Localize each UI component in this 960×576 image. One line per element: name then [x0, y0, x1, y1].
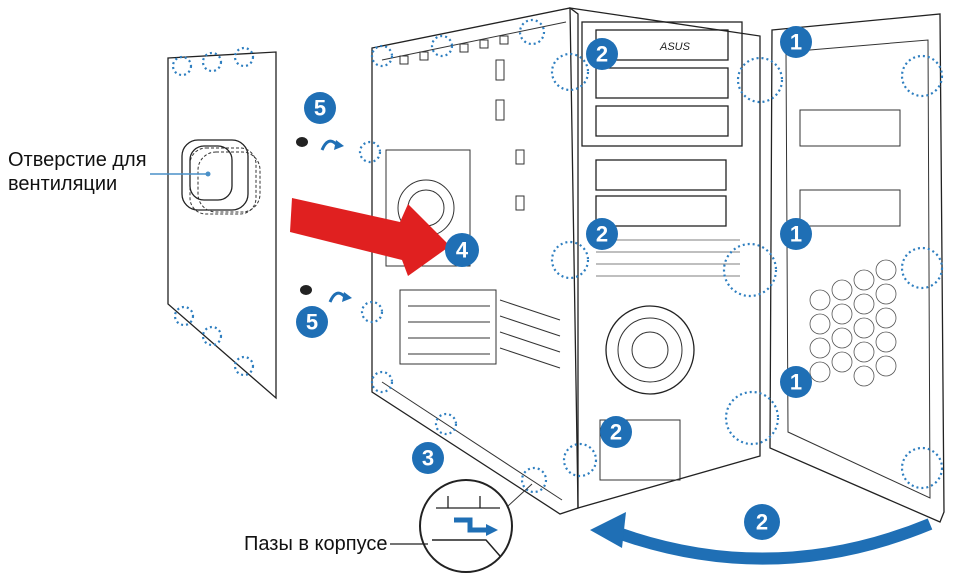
svg-text:2: 2: [596, 222, 608, 247]
svg-text:5: 5: [314, 96, 326, 121]
front-bezel: [769, 13, 945, 523]
svg-text:4: 4: [456, 238, 469, 263]
side-panel: [167, 46, 277, 400]
svg-text:2: 2: [596, 42, 608, 67]
front-fan: [605, 305, 695, 395]
screw-icon-top: [296, 137, 344, 151]
slot-detail-magnifier: [419, 479, 533, 573]
front-grille: [596, 239, 740, 277]
insert-arrow-icon: [290, 198, 450, 276]
callout-1b: 1: [780, 218, 812, 250]
svg-text:3: 3: [422, 446, 434, 471]
svg-text:2: 2: [610, 420, 622, 445]
svg-text:1: 1: [790, 222, 802, 247]
chassis: [371, 7, 761, 515]
callout-5a: 5: [304, 92, 336, 124]
svg-text:5: 5: [306, 310, 318, 335]
ventilation-duct: [181, 139, 261, 215]
hook-rings: [358, 18, 944, 494]
rotate-arrow-icon: [607, 518, 933, 565]
callout-2d: 2: [744, 504, 780, 540]
ventilation-label: Отверстие для вентиляции: [8, 149, 147, 195]
panel-hook-rings: [171, 46, 255, 377]
screw-icon-bottom: [300, 285, 352, 303]
callout-3: 3: [412, 442, 444, 474]
chassis-slots-label: Пазы в корпусе: [244, 533, 388, 555]
callout-2b: 2: [586, 218, 618, 250]
svg-text:1: 1: [790, 370, 802, 395]
callout-4: 4: [445, 233, 479, 267]
svg-text:1: 1: [790, 30, 802, 55]
bezel-mesh: [809, 259, 897, 387]
brand-logo: ASUS: [659, 41, 691, 53]
callout-1a: 1: [780, 26, 812, 58]
svg-text:2: 2: [756, 510, 768, 535]
callout-2a: 2: [586, 38, 618, 70]
callout-2c: 2: [600, 416, 632, 448]
callout-5b: 5: [296, 306, 328, 338]
callout-1c: 1: [780, 366, 812, 398]
drive-bays: ASUS: [581, 21, 743, 481]
